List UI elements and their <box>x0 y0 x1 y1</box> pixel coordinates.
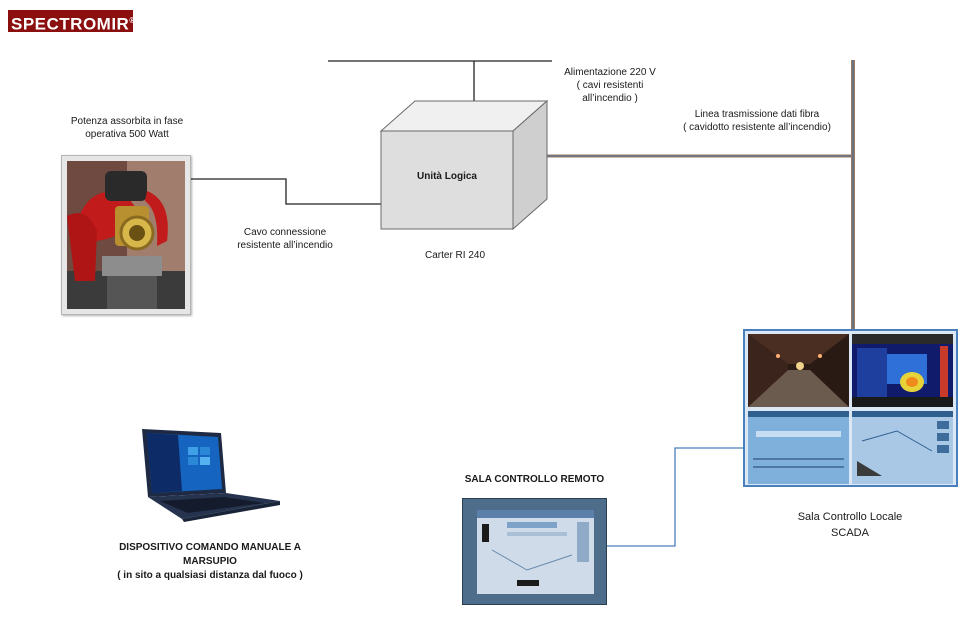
logic-unit-label: Unità Logica <box>416 171 477 182</box>
spectromir-logo: SPECTROMIR® <box>8 10 135 34</box>
carter-label: Carter RI 240 <box>424 250 486 261</box>
scada-screens <box>743 329 958 487</box>
tunnel-camera-view <box>748 334 849 407</box>
remote-room-label: SALA CONTROLLO REMOTO <box>464 474 605 485</box>
fire-monitor-photo <box>61 155 191 315</box>
remote-control-panel <box>462 498 607 605</box>
scada-panel-right <box>852 411 953 484</box>
remote-panel-screen <box>477 510 594 594</box>
thermal-camera-view <box>852 334 953 407</box>
fire-monitor-nozzle-image <box>67 161 185 309</box>
laptop-image <box>142 429 280 522</box>
scada-panel-left <box>748 411 849 484</box>
fiber-label: Linea trasmissione dati fibra( cavidotto… <box>683 109 831 133</box>
